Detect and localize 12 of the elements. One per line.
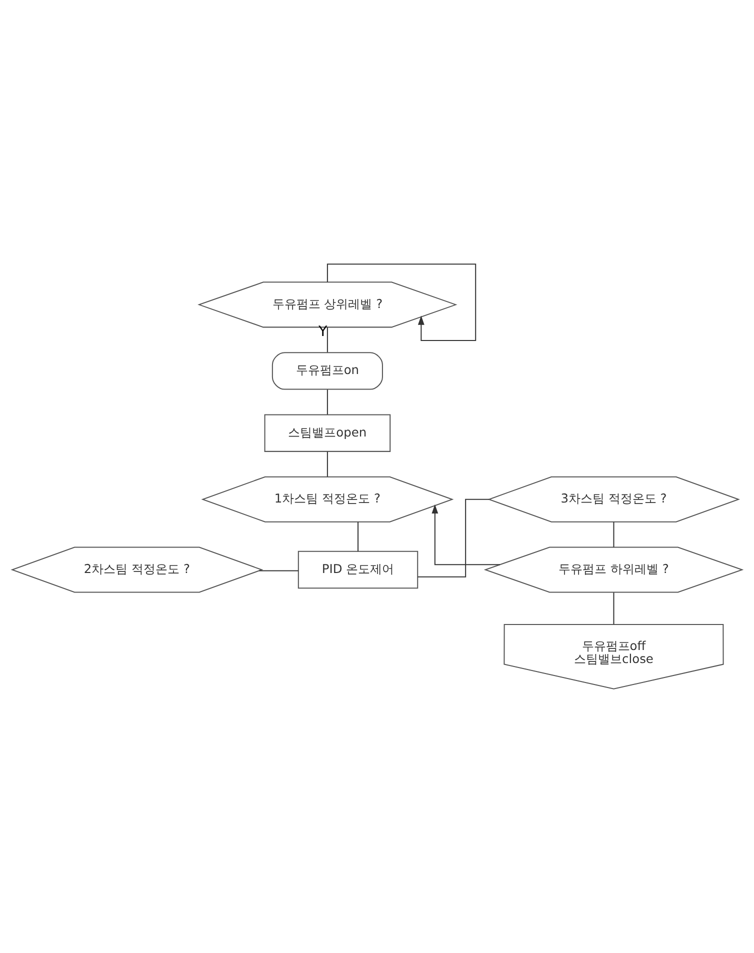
- connector: [259, 570, 298, 572]
- connector: [358, 522, 359, 552]
- connector: [326, 390, 328, 414]
- arrow: [432, 504, 500, 566]
- connector: [613, 522, 614, 548]
- node-box: 두유펌프on: [272, 352, 383, 390]
- connector: [326, 327, 328, 352]
- connector: [326, 452, 328, 477]
- node-box: PID 온도제어: [298, 550, 418, 589]
- connector: [613, 592, 614, 624]
- node-box: 스팀밸프open: [264, 414, 391, 452]
- connector: [418, 498, 490, 578]
